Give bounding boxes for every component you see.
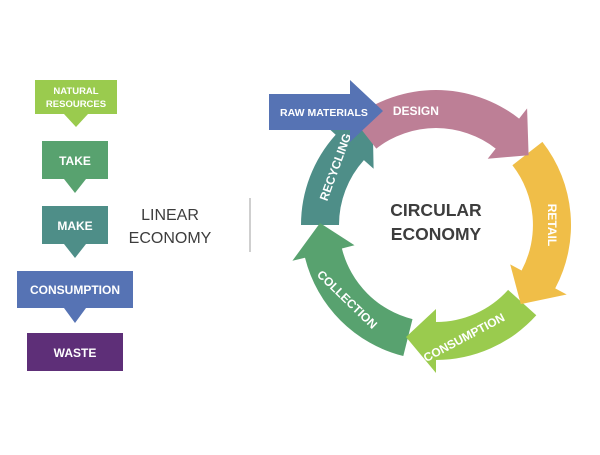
waste-label: WASTE — [54, 346, 97, 360]
circular-economy-title-line2: ECONOMY — [391, 224, 482, 244]
natural-resources-box — [35, 80, 117, 114]
linear-consumption-label: CONSUMPTION — [30, 283, 120, 297]
make-arrow — [64, 244, 86, 258]
linear-consumption-arrow — [64, 308, 86, 323]
circular-economy-title-line1: CIRCULAR — [390, 200, 482, 220]
collection-arrow-segment — [292, 223, 413, 356]
natural-resources-arrow — [64, 114, 88, 127]
make-box — [42, 206, 108, 244]
raw-materials-label: RAW MATERIALS — [280, 107, 368, 119]
linear-consumption-box — [17, 271, 133, 308]
take-box — [42, 141, 108, 179]
retail-label: RETAIL — [545, 204, 559, 246]
retail-arrow-segment — [510, 141, 572, 305]
take-arrow — [64, 179, 86, 193]
linear-economy-title-line2: ECONOMY — [129, 230, 212, 247]
linear-consumption-step: CONSUMPTION — [17, 271, 133, 323]
waste-step: WASTE — [27, 333, 123, 371]
natural-resources-step: NATURAL RESOURCES — [35, 80, 117, 127]
make-label: MAKE — [57, 219, 92, 233]
linear-economy-title-line1: LINEAR — [141, 207, 199, 224]
consumption-arrow-segment — [406, 289, 537, 373]
make-step: MAKE — [42, 206, 108, 258]
take-step: TAKE — [42, 141, 108, 193]
raw-materials-arrow: RAW MATERIALS — [269, 80, 383, 142]
raw-materials-shape — [269, 80, 383, 142]
design-label: DESIGN — [393, 104, 439, 118]
take-label: TAKE — [59, 154, 91, 168]
design-arrow-segment — [352, 89, 529, 159]
natural-resources-label-line1: NATURAL — [53, 86, 98, 97]
linear-flow: NATURAL RESOURCES TAKE MAKE CONSUMPTION … — [17, 80, 133, 371]
recycling-arrow-segment — [301, 126, 374, 225]
natural-resources-label-line2: RESOURCES — [46, 99, 106, 110]
waste-box — [27, 333, 123, 371]
